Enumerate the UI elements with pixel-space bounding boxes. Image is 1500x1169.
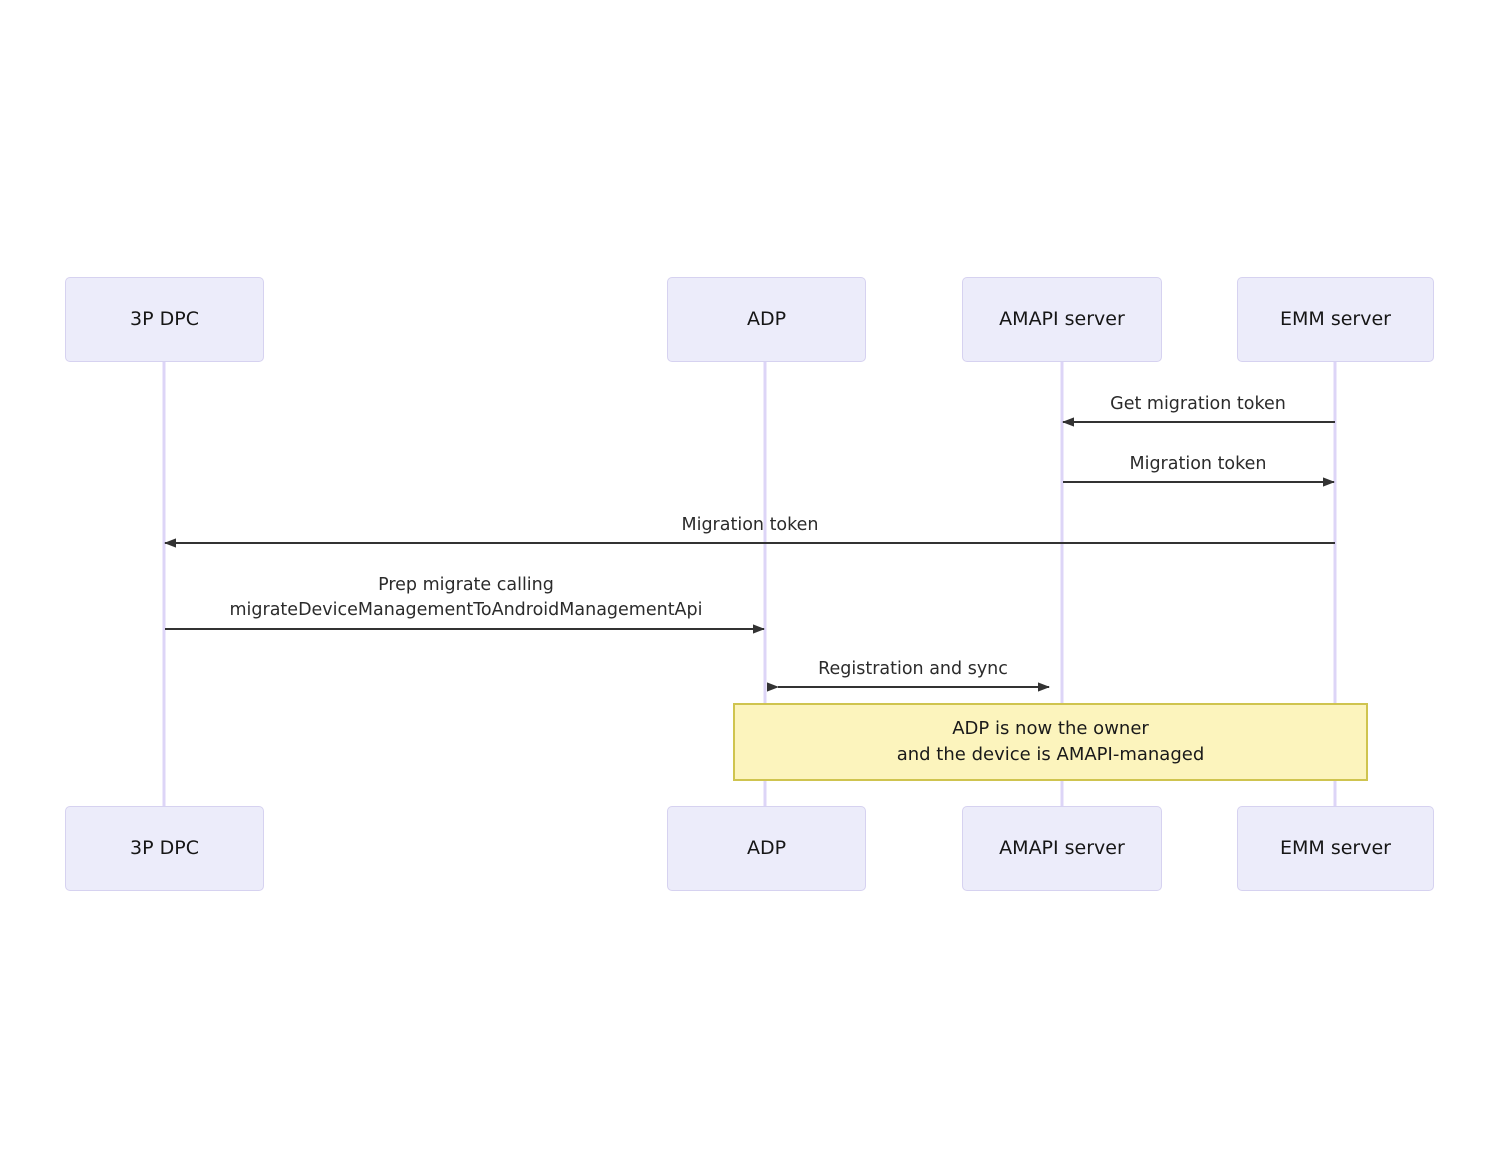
message-label-m4: Prep migrate calling migrateDeviceManagem… [230,573,703,623]
message-label-line: Prep migrate calling [378,575,554,595]
note-line: ADP is now the owner [952,718,1149,739]
participant-header-adp[interactable]: ADP [667,277,866,362]
participant-label: AMAPI server [999,837,1125,859]
participant-footer-dpc[interactable]: 3P DPC [65,806,264,891]
message-label-line: Registration and sync [818,659,1008,679]
participant-header-amapi[interactable]: AMAPI server [962,277,1162,362]
participant-label: 3P DPC [130,837,199,859]
message-label-line: Migration token [1129,454,1267,474]
participant-label: EMM server [1280,308,1391,330]
message-arrows-group [164,417,1335,692]
participant-label: AMAPI server [999,308,1125,330]
participant-label: 3P DPC [130,308,199,330]
participant-header-emm[interactable]: EMM server [1237,277,1434,362]
note-n1: ADP is now the owner and the device is AM… [733,703,1368,781]
participant-label: ADP [746,837,787,859]
participant-label: ADP [746,308,787,330]
participant-footer-amapi[interactable]: AMAPI server [962,806,1162,891]
message-label-m2: Migration token [1129,452,1266,477]
message-label-m1: Get migration token [1110,392,1286,417]
message-label-m5: Registration and sync [818,657,1008,682]
note-line: and the device is AMAPI-managed [896,744,1205,765]
message-label-line: Migration token [681,515,819,535]
participant-header-dpc[interactable]: 3P DPC [65,277,264,362]
message-label-line: migrateDeviceManagementToAndroidManageme… [229,600,703,620]
message-label-m3: Migration token [681,513,818,538]
message-label-line: Get migration token [1110,394,1286,414]
participant-label: EMM server [1280,837,1391,859]
participant-footer-emm[interactable]: EMM server [1237,806,1434,891]
participant-footer-adp[interactable]: ADP [667,806,866,891]
